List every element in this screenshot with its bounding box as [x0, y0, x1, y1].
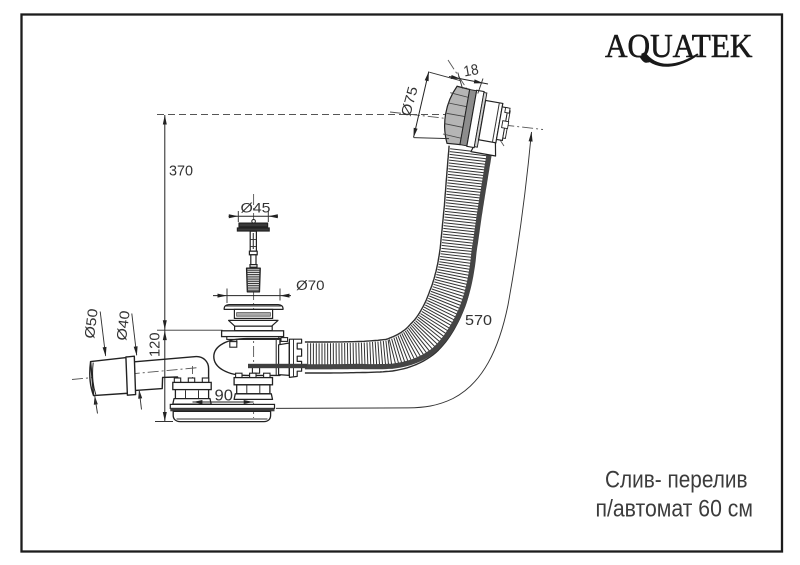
svg-text:AQUATEK: AQUATEK: [605, 28, 753, 65]
svg-text:Ø50: Ø50: [81, 307, 101, 339]
svg-text:120: 120: [147, 333, 164, 358]
svg-text:Слив- перелив: Слив- перелив: [605, 467, 748, 494]
svg-text:18: 18: [462, 61, 480, 80]
svg-text:370: 370: [169, 163, 193, 180]
svg-text:п/автомат 60 см: п/автомат 60 см: [596, 496, 754, 523]
svg-text:Ø70: Ø70: [296, 278, 325, 293]
svg-text:Ø45: Ø45: [241, 201, 271, 216]
svg-text:Ø75: Ø75: [397, 84, 420, 117]
svg-text:Ø40: Ø40: [113, 309, 133, 341]
svg-text:570: 570: [465, 312, 492, 329]
svg-text:90: 90: [215, 388, 234, 405]
